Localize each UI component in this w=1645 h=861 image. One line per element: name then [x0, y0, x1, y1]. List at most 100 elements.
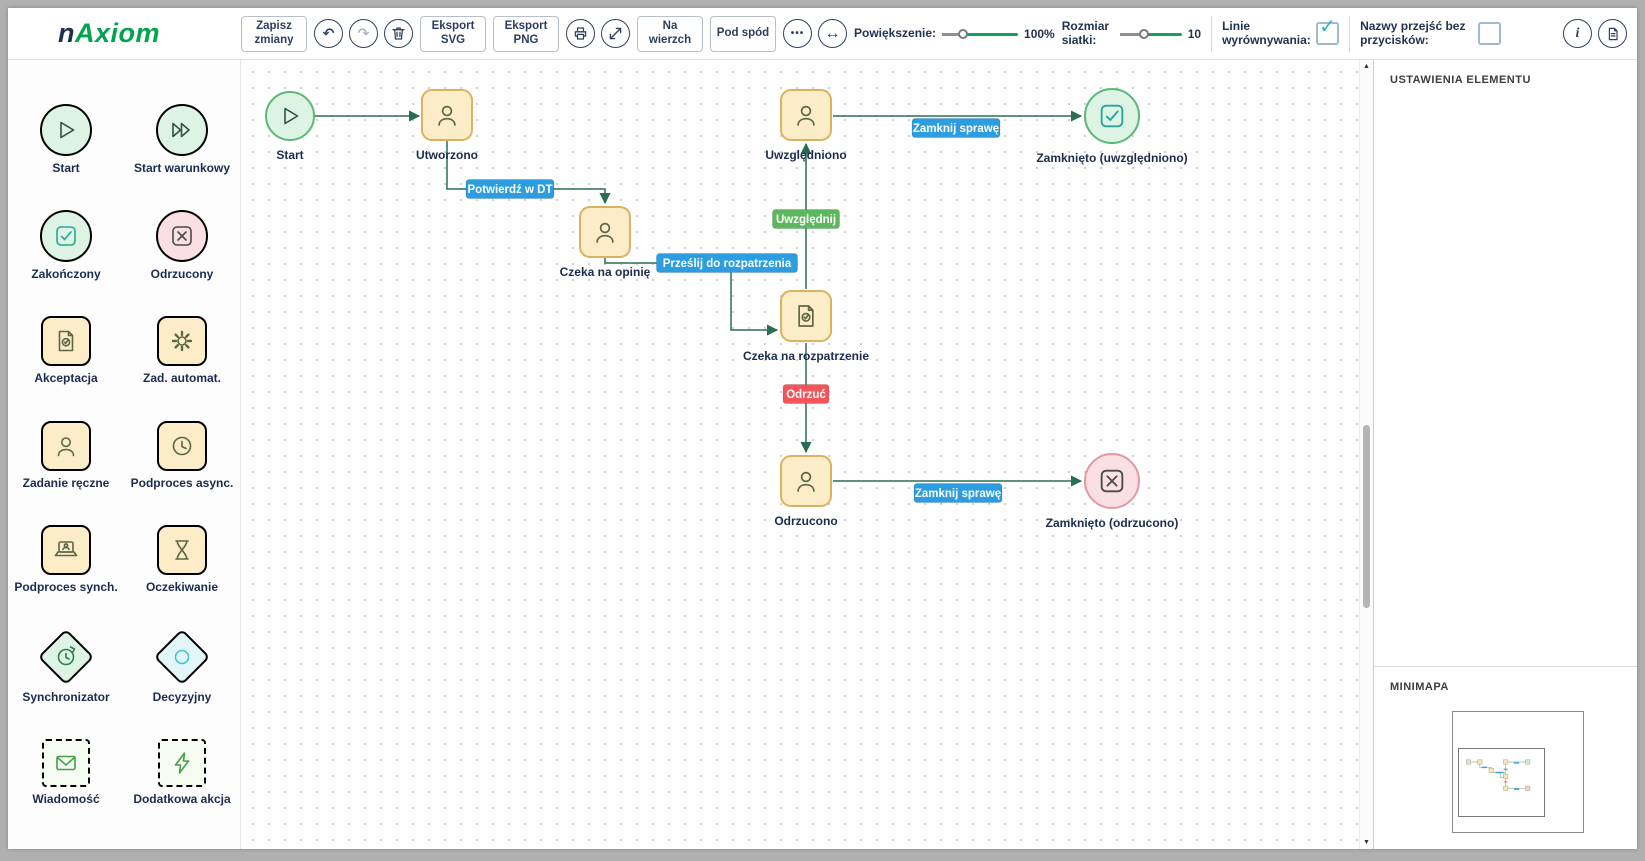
bring-to-front-button[interactable]: Na wierzch	[637, 15, 703, 52]
send-to-back-button[interactable]: Pod spód	[710, 15, 776, 52]
zoom-slider[interactable]	[942, 28, 1019, 40]
palette-item-podproces-async[interactable]: Podproces async.	[128, 420, 236, 490]
palette-item-zadanie-ręczne[interactable]: Zadanie ręczne	[12, 420, 120, 490]
diagram-node-uwzgledniono[interactable]: Uwzględniono	[765, 89, 847, 162]
node-label: Start	[276, 148, 303, 162]
transition-names-control: Nazwy przejść bez przycisków:	[1360, 19, 1502, 48]
palette-item-label: Dodatkowa akcja	[133, 792, 231, 807]
check-square-icon	[53, 223, 79, 249]
grid-size-control: Rozmiar siatki: 10	[1062, 19, 1202, 48]
clock-icon	[169, 433, 195, 459]
palette-shape	[157, 420, 207, 471]
canvas-vertical-scrollbar[interactable]: ▲ ▼	[1359, 60, 1373, 849]
palette-item-oczekiwanie[interactable]: Oczekiwanie	[128, 524, 236, 594]
app-logo: nAxiom	[8, 18, 234, 49]
play-icon	[284, 107, 299, 125]
workflow-editor-window: nAxiom Zapisz zmiany ↶ ↷ Eksport SVG Eks…	[8, 8, 1637, 849]
zoom-slider-handle[interactable]	[958, 28, 969, 39]
x-square-icon	[1100, 469, 1124, 493]
palette-item-podproces-synch[interactable]: Podproces synch.	[12, 524, 120, 594]
palette-item-synchronizator[interactable]: Synchronizator	[12, 628, 120, 704]
element-settings-title: USTAWIENIA ELEMENTU	[1390, 74, 1531, 86]
palette-shape	[156, 210, 208, 263]
diagram-node-zamknieto-odrzucono[interactable]: Zamknięto (odrzucono)	[1046, 453, 1179, 530]
logo-suffix: Axiom	[75, 18, 161, 48]
minimap[interactable]	[1452, 711, 1584, 833]
toolbar-divider	[1211, 15, 1213, 52]
fit-view-button[interactable]	[601, 19, 630, 48]
docs-button[interactable]	[1598, 19, 1627, 48]
laptop-icon	[53, 537, 79, 563]
palette-item-zad-automat[interactable]: Zad. automat.	[128, 316, 236, 385]
scroll-down-icon[interactable]: ▼	[1363, 839, 1370, 846]
grid-slider-track	[1119, 32, 1182, 36]
diagram-node-zamknieto-uwzgledniono[interactable]: Zamknięto (uwzględniono)	[1036, 88, 1188, 165]
node-label: Utworzono	[416, 148, 478, 162]
transition-badge[interactable]: Zamknij sprawę	[913, 483, 1003, 503]
node-label: Czeka na opinię	[560, 265, 651, 279]
zoom-slider-track	[942, 32, 1019, 36]
print-icon	[574, 27, 587, 40]
palette-item-zakończony[interactable]: Zakończony	[12, 210, 120, 281]
grid-size-value: 10	[1187, 26, 1202, 41]
palette-item-dodatkowa-akcja[interactable]: Dodatkowa akcja	[128, 739, 236, 806]
save-changes-button[interactable]: Zapisz zmiany	[241, 15, 307, 52]
transition-names-checkbox[interactable]	[1478, 22, 1502, 45]
diagram-node-czeka-na-rozpatrzenie[interactable]: Czeka na rozpatrzenie	[743, 290, 869, 363]
undo-button[interactable]: ↶	[314, 19, 343, 48]
export-png-button[interactable]: Eksport PNG	[493, 15, 559, 52]
grid-slider-handle[interactable]	[1138, 28, 1149, 39]
transition-badge-label: Zamknij sprawę	[913, 123, 999, 135]
diagram-node-start[interactable]: Start	[265, 91, 315, 162]
transition-badge[interactable]: Prześlij do rozpatrzenia	[656, 253, 798, 273]
transition-badge[interactable]: Odrzuć	[782, 384, 830, 404]
diagram-node-czeka-na-opinie[interactable]: Czeka na opinię	[560, 206, 651, 279]
more-options-button[interactable]: •••	[783, 19, 812, 48]
undo-icon: ↶	[322, 25, 335, 41]
person-icon	[438, 105, 456, 126]
palette-item-decyzyjny[interactable]: Decyzyjny	[128, 628, 236, 704]
palette-item-wiadomość[interactable]: Wiadomość	[12, 739, 120, 806]
palette-shape	[157, 316, 207, 367]
palette-shape	[41, 420, 91, 471]
print-button[interactable]	[566, 19, 595, 48]
palette-item-start[interactable]: Start	[12, 104, 120, 175]
redo-button[interactable]: ↷	[349, 19, 378, 48]
palette-shape	[37, 628, 95, 686]
scroll-up-icon[interactable]: ▲	[1363, 63, 1370, 70]
palette-item-start-warunkowy[interactable]: Start warunkowy	[128, 104, 236, 175]
person-icon	[797, 471, 815, 492]
pan-horizontal-button[interactable]: ↔	[818, 19, 847, 48]
history-button-group: ↶ ↷	[314, 19, 413, 48]
person-icon	[596, 222, 614, 243]
toolbar: nAxiom Zapisz zmiany ↶ ↷ Eksport SVG Eks…	[8, 8, 1637, 60]
palette-shape	[41, 316, 91, 367]
diagram-node-odrzucono[interactable]: Odrzucono	[774, 455, 838, 528]
horizontal-arrows-icon: ↔	[824, 24, 841, 42]
person-icon	[797, 105, 815, 126]
clock-sync-icon	[53, 644, 79, 670]
grid-size-slider[interactable]	[1119, 28, 1182, 40]
transition-badge[interactable]: Zamknij sprawę	[911, 118, 1001, 138]
diagram-node-utworzono[interactable]: Utworzono	[416, 89, 478, 162]
transition-badge[interactable]: Potwierdź w DT	[465, 179, 555, 199]
palette-item-akceptacja[interactable]: Akceptacja	[12, 316, 120, 385]
node-label: Odrzucono	[774, 514, 837, 528]
transition-badge-label: Potwierdź w DT	[468, 184, 553, 196]
transition-badge[interactable]: Uwzględnij	[772, 209, 840, 229]
palette-item-odrzucony[interactable]: Odrzucony	[128, 210, 236, 281]
minimap-section: MINIMAPA	[1374, 666, 1637, 849]
scrollbar-thumb[interactable]	[1363, 425, 1370, 608]
info-button[interactable]: i	[1563, 19, 1592, 48]
export-svg-button[interactable]: Eksport SVG	[420, 15, 486, 52]
node-label: Zamknięto (odrzucono)	[1046, 516, 1179, 530]
align-lines-checkbox[interactable]: ✓	[1316, 17, 1340, 45]
redo-icon: ↷	[357, 25, 370, 41]
delete-button[interactable]	[384, 19, 413, 48]
palette-item-label: Synchronizator	[22, 689, 110, 704]
node-label: Uwzględniono	[765, 148, 846, 162]
